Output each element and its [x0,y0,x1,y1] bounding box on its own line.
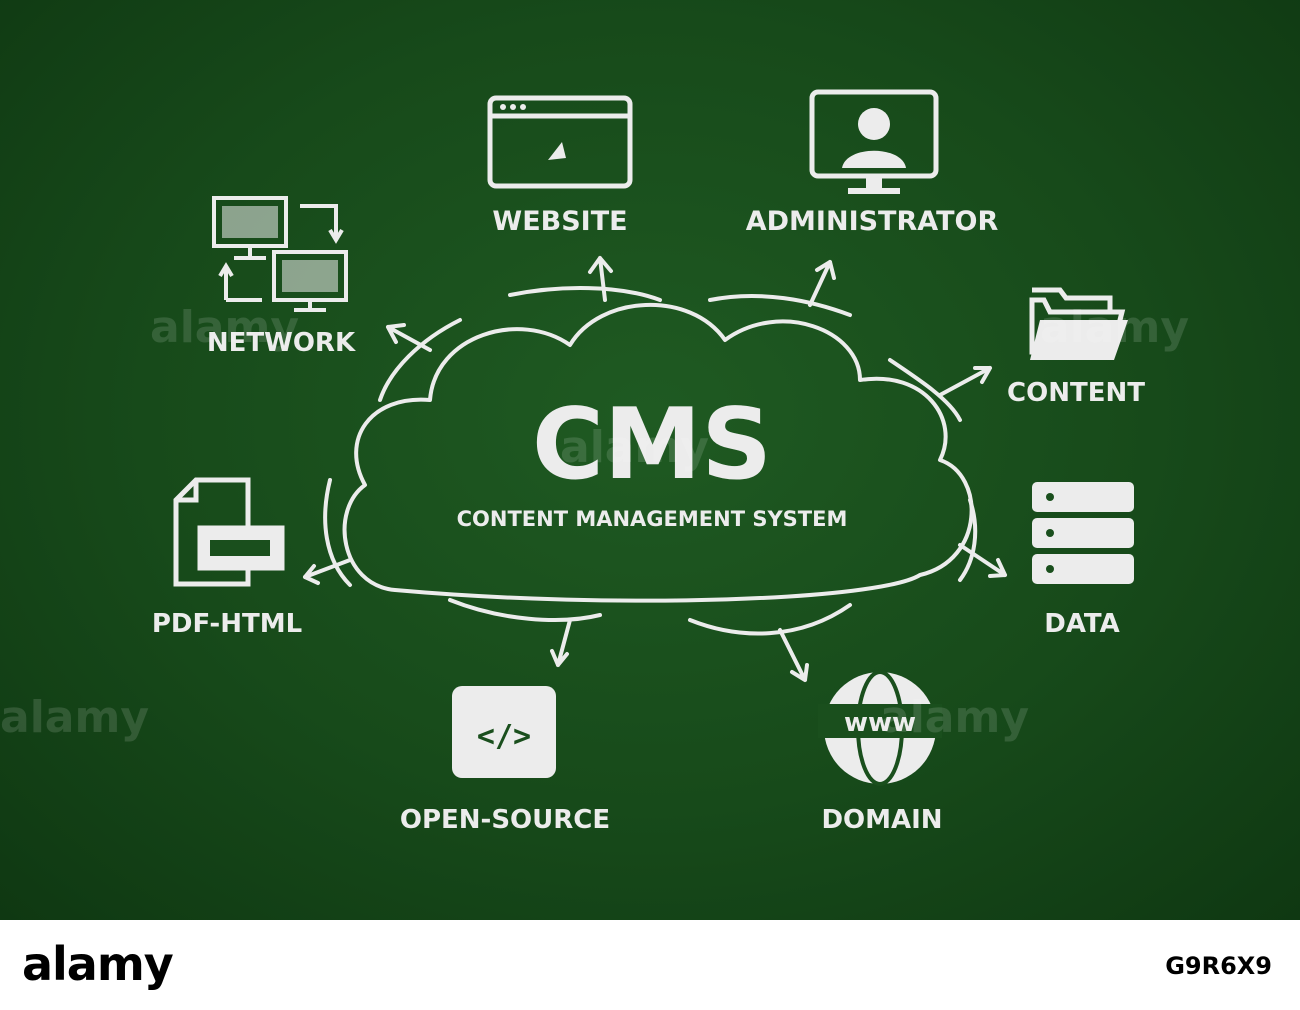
arrow-administrator [808,260,836,307]
arrow-content [938,366,992,397]
cloud-echo-right [888,358,978,582]
diagram-subtitle: CONTENT MANAGEMENT SYSTEM [457,507,848,531]
watermark-5: alamy [560,422,709,473]
cloud-echo-bottom [448,598,852,636]
document-convert-icon [173,477,285,587]
arrow-network [386,323,432,352]
watermark-3: alamy [1040,302,1189,353]
label-data: DATA [1044,609,1120,639]
label-pdf-html: PDF-HTML [152,609,302,639]
arrow-data [958,543,1007,578]
chalkboard: </> www CMS CONTENT MANAGEMENT SYSTEM WE… [0,0,1300,920]
cloud-outline [342,302,974,603]
folder-icon [1029,287,1128,360]
watermark-1: alamy [150,302,299,353]
globe-www-icon [818,670,942,786]
browser-window-icon [487,95,633,189]
code-tag-icon [452,686,556,778]
label-domain: DOMAIN [821,805,942,835]
cloud-echo-top [508,286,852,317]
code-tag-text: </> [477,719,531,754]
label-content: CONTENT [1007,378,1145,408]
network-computers-icon [212,196,348,312]
label-open-source: OPEN-SOURCE [400,805,610,835]
arrow-pdf-html [303,558,352,585]
label-network: NETWORK [207,328,356,358]
arrow-open-source [550,618,572,667]
www-text: www [844,708,916,738]
footer-brand-logo: alamy [22,937,174,991]
diagram-title: CMS [532,388,772,502]
monitor-user-icon [809,89,939,194]
label-website: WEBSITE [492,206,627,237]
footer-bar [0,920,1300,1010]
watermark-4: alamy [880,692,1029,743]
server-stack-icon [1032,482,1134,584]
watermark-2: alamy [0,692,149,743]
label-administrator: ADMINISTRATOR [746,206,999,237]
cloud-echo-left [323,318,462,587]
arrow-website [588,256,613,302]
cms-mind-map: </> www CMS CONTENT MANAGEMENT SYSTEM WE… [0,89,1189,835]
footer-image-id: G9R6X9 [1165,952,1272,980]
arrow-domain [778,628,809,682]
